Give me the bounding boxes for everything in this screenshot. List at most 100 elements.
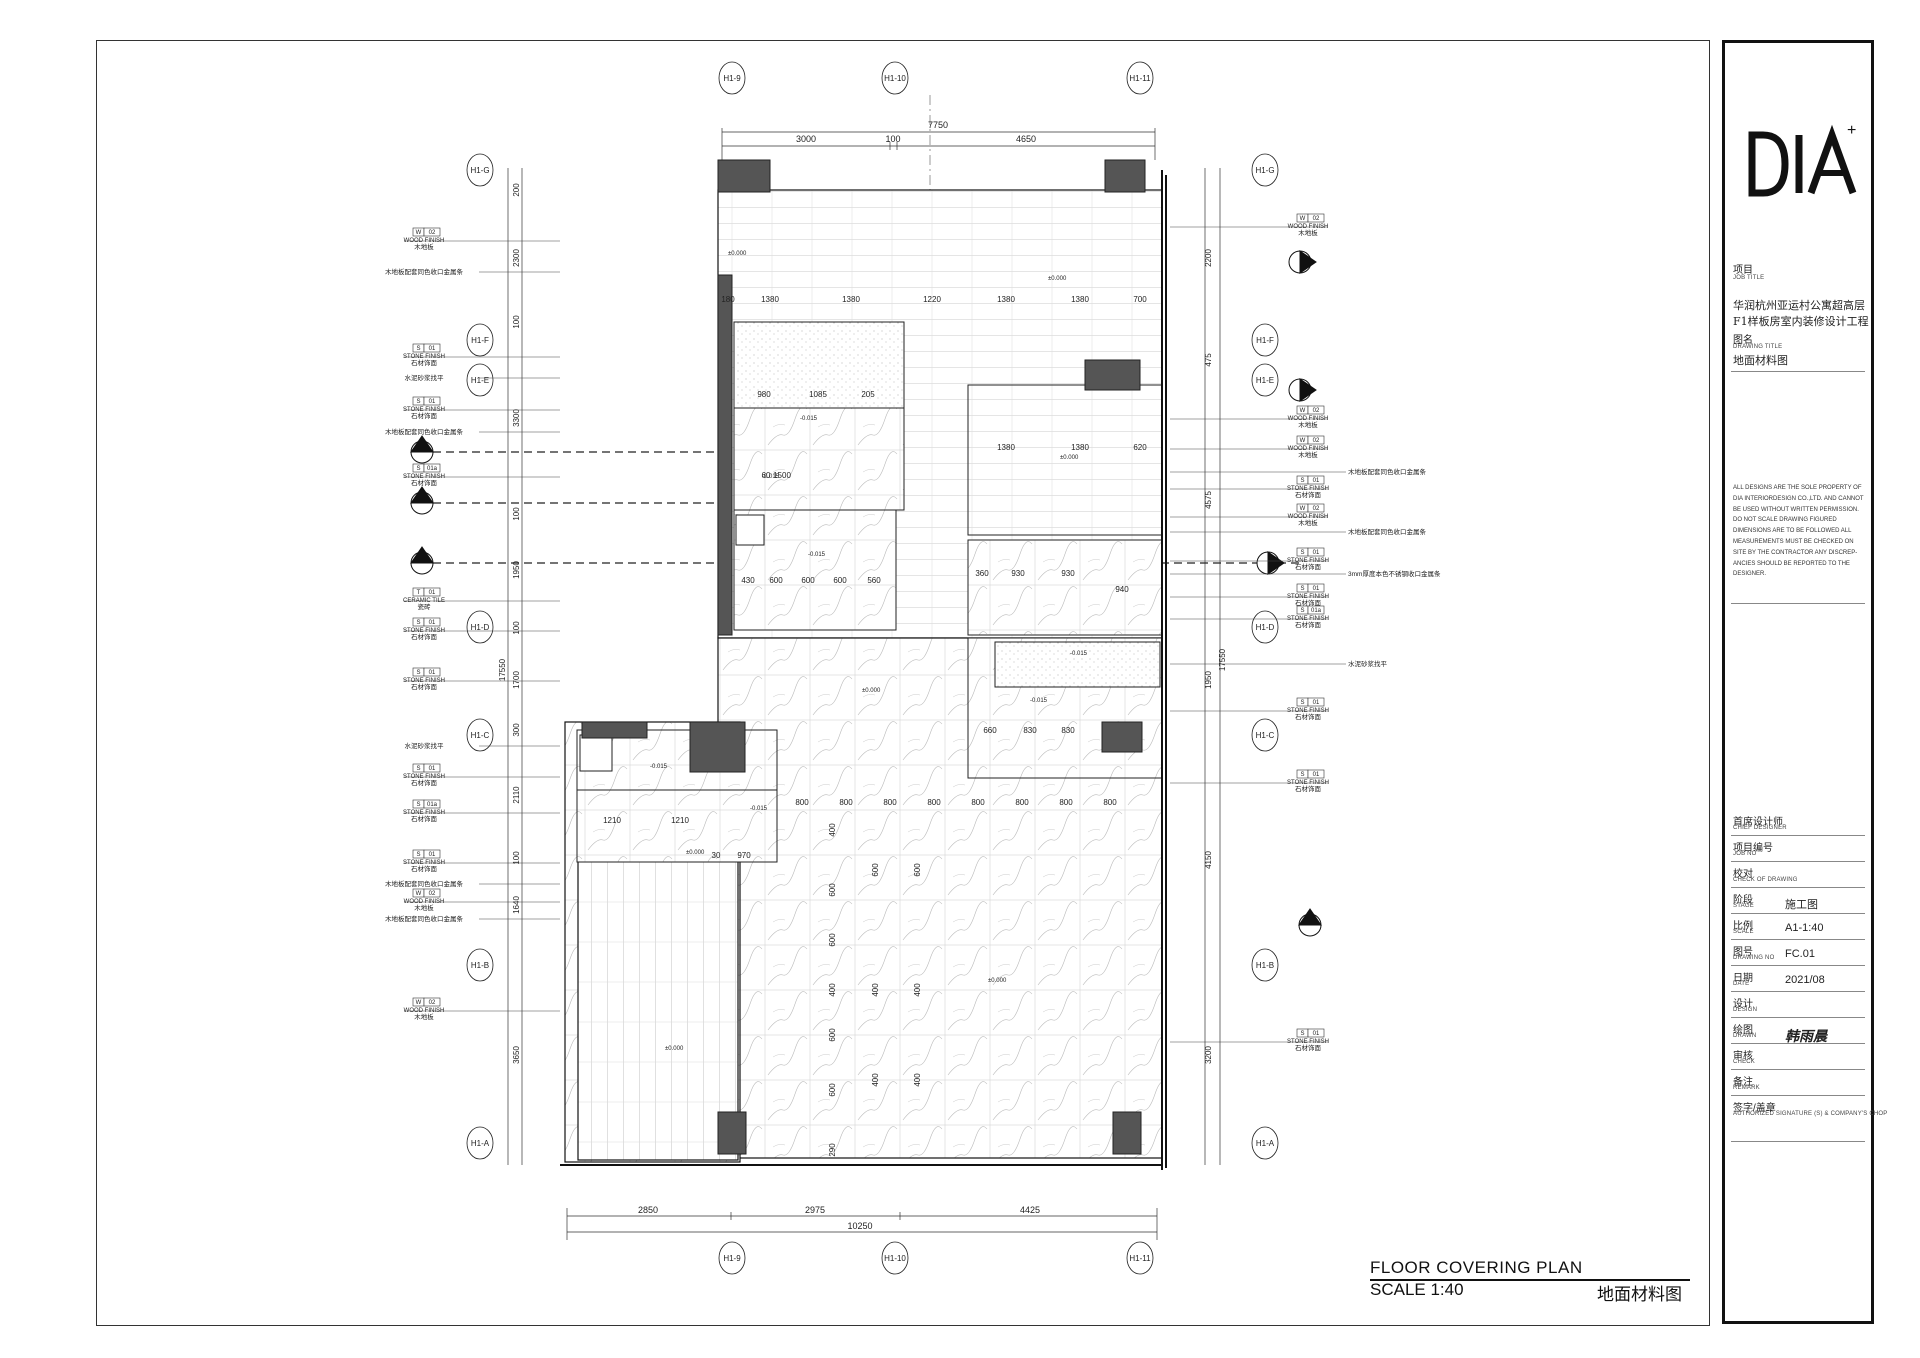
material-code: S xyxy=(416,670,420,676)
svg-text:360: 360 xyxy=(975,569,989,578)
svg-text:30: 30 xyxy=(712,851,721,860)
material-name-cn: 木地板 xyxy=(1298,420,1318,429)
material-name-en: STONE FINISH xyxy=(403,810,445,816)
material-name-en: WOOD FINISH xyxy=(404,899,445,905)
material-label: 水泥砂浆找平 xyxy=(1348,659,1388,668)
svg-text:600: 600 xyxy=(828,933,837,947)
material-name-en: WOOD FINISH xyxy=(1288,416,1329,422)
material-name-en: STONE FINISH xyxy=(403,860,445,866)
svg-text:3000: 3000 xyxy=(796,134,816,144)
title-row-value: 2021/08 xyxy=(1785,974,1825,986)
material-code: S xyxy=(416,852,420,858)
material-code: W xyxy=(416,891,422,897)
title-row-label-en: STAGE xyxy=(1733,903,1754,909)
material-name-cn: 木地板 xyxy=(414,903,434,912)
material-label: 木地板配套同色收口金属条 xyxy=(385,914,464,923)
material-number: 01 xyxy=(429,346,436,352)
svg-text:4425: 4425 xyxy=(1020,1205,1040,1215)
svg-text:100: 100 xyxy=(512,315,521,329)
title-row-label: 审核 xyxy=(1733,1051,1753,1062)
svg-text:±0.000: ±0.000 xyxy=(862,688,881,694)
svg-text:800: 800 xyxy=(1015,798,1029,807)
material-note-cn: 木地板配套同色收口金属条 xyxy=(1348,527,1427,536)
material-code: W xyxy=(1300,438,1306,444)
axis-label-top: H1-10 xyxy=(884,74,906,83)
material-name-cn: 石材饰面 xyxy=(411,864,438,873)
material-code: S xyxy=(1300,608,1304,614)
material-name-en: STONE FINISH xyxy=(1287,616,1329,622)
plan-title: FLOOR COVERING PLAN xyxy=(1370,1258,1583,1277)
material-number: 01 xyxy=(429,590,436,596)
material-name-cn: 石材饰面 xyxy=(411,778,438,787)
title-row-label-en: DESIGN xyxy=(1733,1007,1758,1013)
svg-text:400: 400 xyxy=(913,1073,922,1087)
material-code: S xyxy=(416,399,420,405)
material-name-cn: 石材饰面 xyxy=(411,358,438,367)
axis-label-right: H1-C xyxy=(1256,731,1275,740)
title-row-label: 阶段 xyxy=(1733,895,1753,906)
svg-text:600: 600 xyxy=(871,863,880,877)
axis-label-right: H1-G xyxy=(1255,166,1274,175)
title-row-label-en: SCALE xyxy=(1733,929,1754,935)
material-name-cn: 石材饰面 xyxy=(411,411,438,420)
svg-text:4575: 4575 xyxy=(1204,491,1213,509)
material-number: 01 xyxy=(429,670,436,676)
svg-text:-0.015: -0.015 xyxy=(1070,651,1088,657)
material-name-en: STONE FINISH xyxy=(1287,486,1329,492)
left-leaders xyxy=(404,240,560,1012)
svg-text:800: 800 xyxy=(883,798,897,807)
axis-left xyxy=(466,153,494,1160)
svg-text:800: 800 xyxy=(795,798,809,807)
material-label: 木地板配套同色收口金属条 xyxy=(1348,467,1427,476)
material-name-en: CERAMIC TILE xyxy=(403,598,445,604)
dia-logo: + xyxy=(1748,123,1856,197)
material-note-cn: 木地板配套同色收口金属条 xyxy=(385,427,464,436)
material-number: 02 xyxy=(429,1000,436,1006)
material-name-en: STONE FINISH xyxy=(1287,1039,1329,1045)
svg-text:600: 600 xyxy=(833,576,847,585)
material-number: 02 xyxy=(429,230,436,236)
svg-text:1700: 1700 xyxy=(512,671,521,689)
material-name-cn: 木地板 xyxy=(414,1012,434,1021)
material-code: S xyxy=(416,766,420,772)
svg-text:2200: 2200 xyxy=(1204,249,1213,267)
axis-label-bottom: H1-10 xyxy=(884,1254,906,1263)
svg-text:600: 600 xyxy=(801,576,815,585)
svg-text:3300: 3300 xyxy=(512,409,521,427)
title-row-label: 校对 xyxy=(1733,869,1753,880)
material-name-cn: 石材饰面 xyxy=(1295,598,1322,607)
title-row-label-en: JOB NO xyxy=(1733,851,1757,857)
material-code: W xyxy=(1300,408,1306,414)
svg-text:600: 600 xyxy=(913,863,922,877)
axis-label-right: H1-F xyxy=(1256,336,1274,345)
material-name-cn: 木地板 xyxy=(1298,518,1318,527)
title-row-label: 项目编号 xyxy=(1733,843,1773,854)
drawing-frame xyxy=(96,40,1710,1326)
axis-label-left: H1-G xyxy=(470,166,489,175)
axis-label-top: H1-11 xyxy=(1129,74,1151,83)
drawing-title-value: 地面材料图 xyxy=(1733,354,1788,367)
axis-label-left: H1-D xyxy=(471,623,490,632)
svg-text:1380: 1380 xyxy=(761,295,779,304)
svg-text:3200: 3200 xyxy=(1204,1046,1213,1064)
svg-text:1640: 1640 xyxy=(512,896,521,914)
svg-text:1210: 1210 xyxy=(671,816,689,825)
material-name-en: WOOD FINISH xyxy=(1288,514,1329,520)
material-note-cn: 3mm厚度本色不锈钢收口金属条 xyxy=(1348,569,1441,578)
material-name-cn: 石材饰面 xyxy=(1295,712,1322,721)
plan-title-cn: 地面材料图 xyxy=(1597,1285,1682,1305)
plan-scale: SCALE 1:40 xyxy=(1370,1280,1464,1299)
material-number: 01 xyxy=(1313,478,1320,484)
material-label: 木地板配套同色收口金属条 xyxy=(385,427,464,436)
svg-text:-0.015: -0.015 xyxy=(808,552,826,558)
svg-text:±0.000: ±0.000 xyxy=(1060,455,1079,461)
title-row-label-en: DRAWING NO xyxy=(1733,955,1775,961)
svg-text:400: 400 xyxy=(913,983,922,997)
